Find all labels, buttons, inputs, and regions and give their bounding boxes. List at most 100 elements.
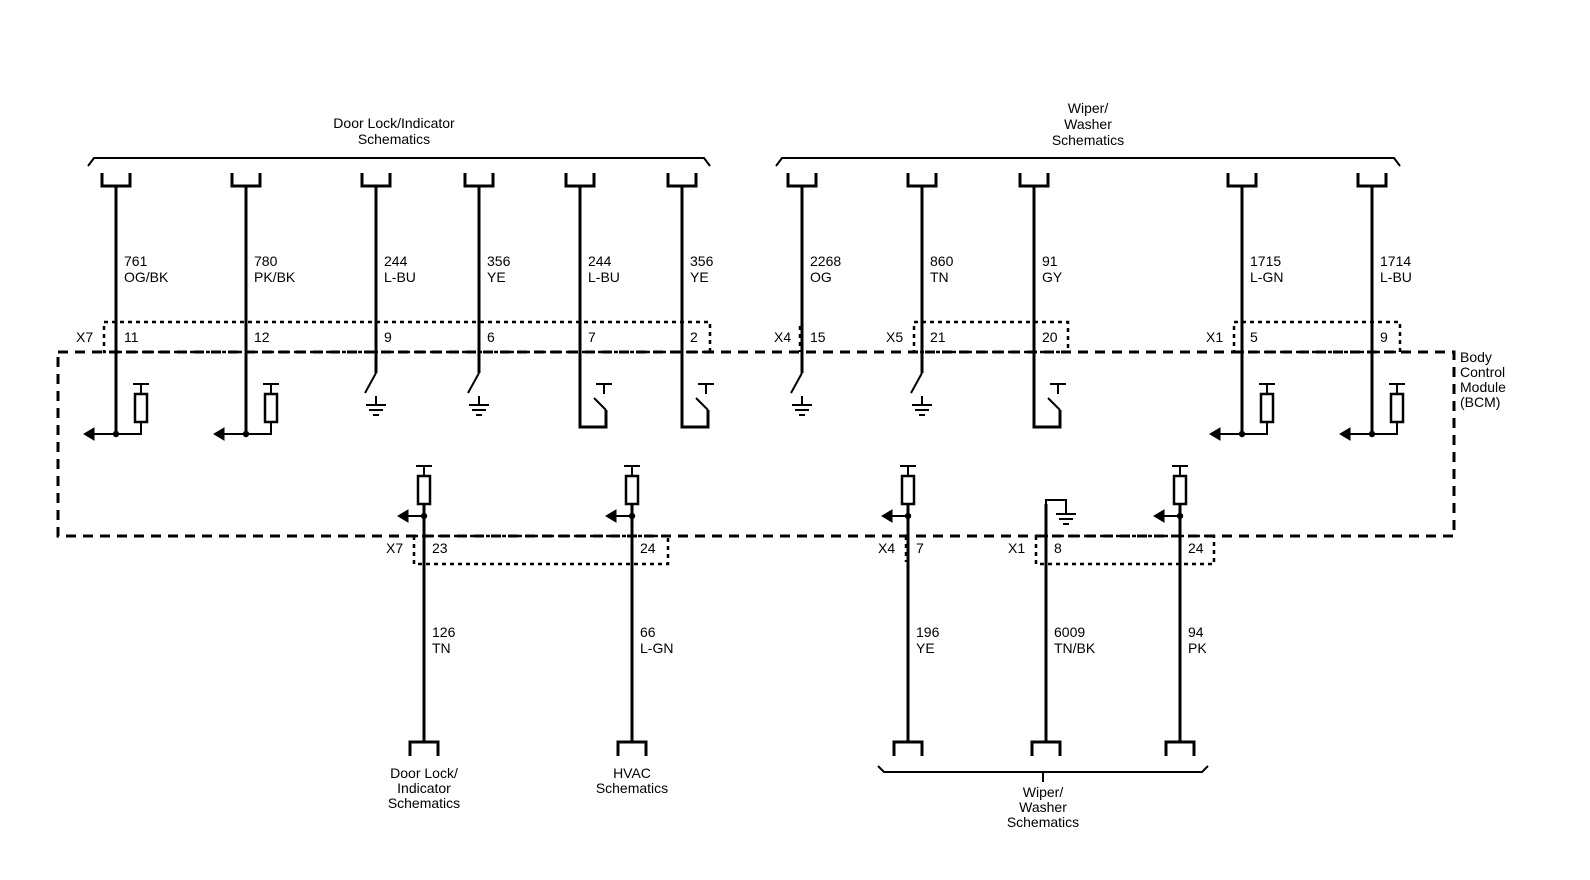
top-wire-2-circuit-label: 780 [254, 253, 278, 269]
top-wire-6-terminal [666, 173, 698, 188]
connector-x1-top-region [1232, 320, 1402, 354]
bottom-wire-5-resistor [1172, 474, 1188, 506]
bottom-wire-1-pin-label: 23 [432, 540, 448, 556]
top-wire-1-arrow [83, 427, 95, 441]
top-wire-9-line [1032, 186, 1062, 429]
bcm-label-1: Body [1460, 349, 1492, 365]
top-wire-5-color-label: L-BU [588, 269, 620, 285]
bottom-wire-2-junction [628, 512, 636, 520]
group-label-wiper-bottom-2: Washer [1019, 799, 1067, 815]
top-wire-1-pin-label: 11 [124, 329, 139, 345]
bottom-wire-3-circuit-label: 196 [916, 624, 940, 640]
bottom-wire-4-ground-lead [1045, 499, 1067, 536]
bcm-label-4: (BCM) [1460, 394, 1500, 410]
bottom-wire-5-junction [1176, 512, 1184, 520]
top-wire-9-switch [1047, 397, 1061, 411]
connector-label-x7-bottom: X7 [386, 540, 403, 556]
top-wire-5-supply [596, 383, 612, 394]
connector-label-x4-bottom: X4 [878, 540, 895, 556]
top-wire-11-supply [1389, 383, 1405, 394]
top-wire-5-terminal [564, 173, 596, 188]
top-wire-11-pin-label: 9 [1380, 329, 1388, 345]
bottom-wire-5-terminal [1164, 740, 1196, 756]
bottom-wire-3-junction [904, 512, 912, 520]
group-label-wiper-bottom-1: Wiper/ [1023, 784, 1064, 800]
top-wire-4-ground-icon [469, 404, 489, 416]
top-wire-2-terminal [230, 173, 262, 188]
top-wire-1-resistor [133, 392, 149, 424]
top-wire-7-color-label: OG [810, 269, 832, 285]
top-wire-7-terminal [786, 173, 818, 188]
top-wire-10-resistor [1259, 392, 1275, 424]
top-wire-3-color-label: L-BU [384, 269, 416, 285]
bottom-wire-4-pin-label: 8 [1054, 540, 1062, 556]
bottom-wire-5-circuit-label: 94 [1188, 624, 1204, 640]
top-wire-7-circuit-label: 2268 [810, 253, 841, 269]
bcm-label-3: Module [1460, 379, 1506, 395]
wires-layer: 761OG/BK11780PK/BK12244L-BU9356YE6244L-B… [83, 173, 1412, 756]
bottom-wire-5-pin-label: 24 [1188, 540, 1204, 556]
bottom-wire-1-resistor [416, 474, 432, 506]
top-wire-1-circuit-label: 761 [124, 253, 148, 269]
bottom-wire-1-terminal [408, 740, 440, 756]
group-label-wiper-top-2: Washer [1064, 116, 1112, 132]
bottom-wire-4-ground-icon [1056, 513, 1076, 525]
group-label-door-lock-top-1: Door Lock/Indicator [333, 115, 455, 131]
top-wire-3-terminal [360, 173, 392, 188]
bottom-wire-5-supply [1172, 465, 1188, 476]
connector-label-x5-top: X5 [886, 329, 903, 345]
top-wire-7-switch [790, 372, 803, 394]
connector-label-x4-top: X4 [774, 329, 791, 345]
top-wire-11-color-label: L-BU [1380, 269, 1412, 285]
top-wire-10-pin-label: 5 [1250, 329, 1258, 345]
bottom-wire-4-color-label: TN/BK [1054, 640, 1096, 656]
top-wire-9-circuit-label: 91 [1042, 253, 1058, 269]
bracket-bottom-right [877, 765, 1209, 773]
connector-label-x7-top: X7 [76, 329, 93, 345]
bottom-wire-3-arrow [881, 509, 893, 523]
top-wire-11-circuit-label: 1714 [1380, 253, 1411, 269]
dest-hvac-2: Schematics [596, 780, 668, 796]
top-wire-2-color-label: PK/BK [254, 269, 296, 285]
group-label-wiper-top-1: Wiper/ [1068, 100, 1109, 116]
top-wire-9-pin-label: 20 [1042, 329, 1058, 345]
bottom-wire-2-terminal [616, 740, 648, 756]
top-wire-4-circuit-label: 356 [487, 253, 511, 269]
top-wire-6-supply [698, 383, 714, 394]
bcm-label-2: Control [1460, 364, 1505, 380]
bottom-wire-3-pin-label: 7 [916, 540, 924, 556]
bottom-wire-1-supply [416, 465, 432, 476]
top-wire-8-color-label: TN [930, 269, 949, 285]
bottom-wire-1-color-label: TN [432, 640, 451, 656]
top-wire-7-ground-icon [792, 404, 812, 416]
bottom-wire-2-circuit-label: 66 [640, 624, 656, 640]
top-wire-3-circuit-label: 244 [384, 253, 408, 269]
top-wire-5-switch [593, 397, 607, 411]
top-wire-2-output-line [224, 422, 272, 435]
top-wire-6-line [680, 186, 710, 429]
bottom-wire-1-junction [420, 512, 428, 520]
top-wire-6-color-label: YE [690, 269, 709, 285]
top-wire-10-junction [1238, 430, 1246, 438]
bracket-top-right [775, 157, 1401, 167]
group-label-wiper-top-3: Schematics [1052, 132, 1124, 148]
top-wire-2-supply [263, 383, 279, 394]
top-wire-1-color-label: OG/BK [124, 269, 169, 285]
top-wire-11-arrow [1339, 427, 1351, 441]
top-wire-4-terminal [463, 173, 495, 188]
connector-label-x1-top: X1 [1206, 329, 1223, 345]
bottom-wire-2-resistor [624, 474, 640, 506]
bottom-wire-2-supply [624, 465, 640, 476]
bottom-wire-3-resistor [900, 474, 916, 506]
top-wire-4-switch [467, 372, 480, 394]
top-wire-5-circuit-label: 244 [588, 253, 612, 269]
labels-layer: Door Lock/Indicator Schematics Wiper/ Wa… [76, 100, 1506, 830]
connector-x7-bottom-region [412, 534, 670, 566]
top-wire-5-line [578, 186, 608, 429]
top-wire-11-terminal [1356, 173, 1388, 188]
top-wire-3-ground-icon [366, 404, 386, 416]
top-wire-2-junction [242, 430, 250, 438]
dest-door-lock-3: Schematics [388, 795, 460, 811]
bottom-wire-3-supply [900, 465, 916, 476]
